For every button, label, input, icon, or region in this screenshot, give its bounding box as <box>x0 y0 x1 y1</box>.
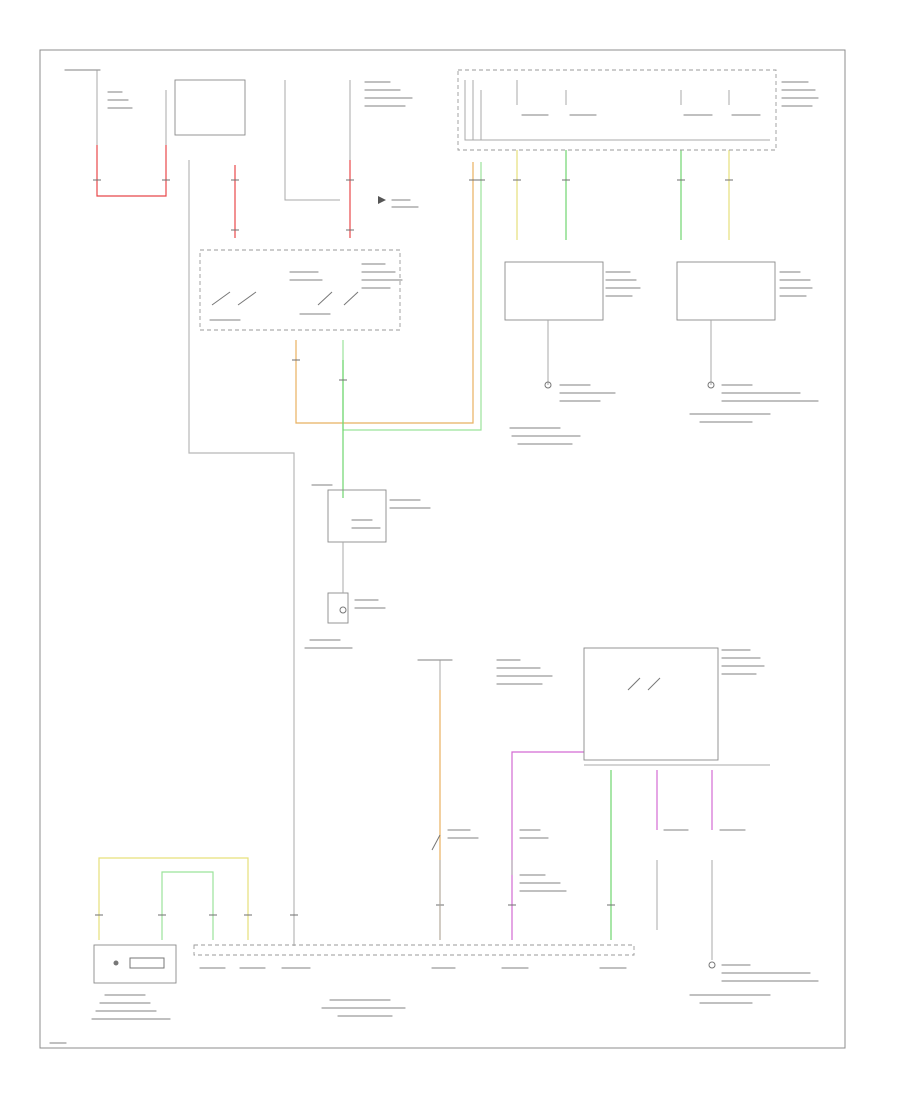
wire-gray-left-drop <box>188 160 295 946</box>
headlamp-switch-box <box>199 249 401 331</box>
right-headlamp-box <box>676 261 776 321</box>
arrow-markers <box>378 196 386 204</box>
wire-yellow-bottom-left <box>98 857 249 940</box>
connector-ticks <box>93 179 733 916</box>
left-headlamp-box <box>504 261 604 321</box>
diagram-frame <box>39 49 846 1049</box>
wire-orange-left <box>295 162 474 424</box>
wire-green-bottom <box>161 871 214 940</box>
bottom-connector-strip <box>193 944 635 956</box>
wire-magenta-top <box>511 751 584 940</box>
label-scribbles <box>49 69 819 1044</box>
bottom-left-component-box <box>93 944 177 984</box>
boxes-layer <box>93 69 777 984</box>
bottom-component-detail <box>113 957 165 969</box>
top-left-fuse-box <box>174 79 246 136</box>
wire-red-left <box>96 145 167 197</box>
wire-light-green-long <box>342 162 482 431</box>
gray-ground-wires <box>96 70 770 960</box>
lower-ground-box <box>327 592 349 624</box>
right-top-connector-box <box>457 69 777 151</box>
wires-layer <box>96 145 730 946</box>
switch-symbols <box>211 291 716 969</box>
center-module-box <box>327 489 387 543</box>
lower-right-relay-box <box>583 647 719 761</box>
